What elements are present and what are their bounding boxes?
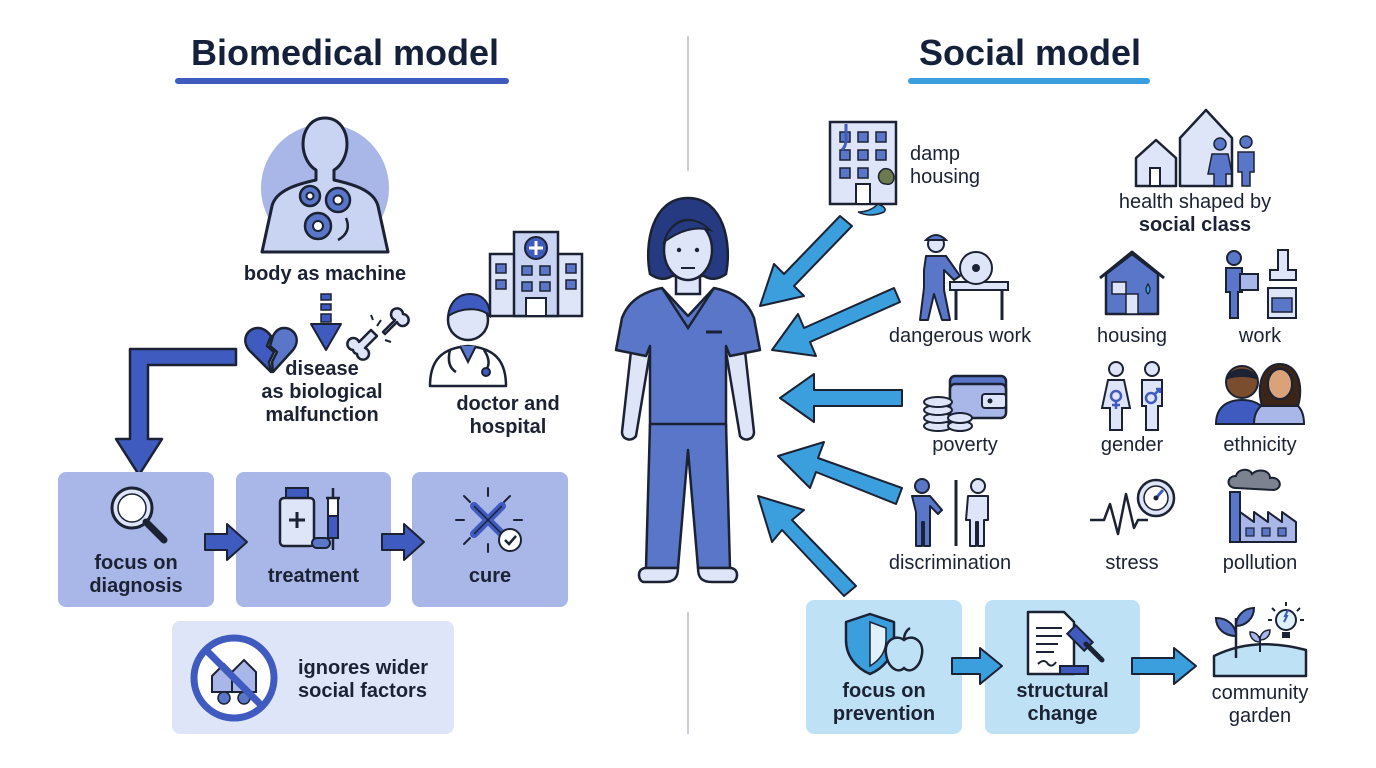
magnifier-icon <box>110 486 168 544</box>
community-garden-label: community garden <box>1190 682 1330 728</box>
gender-icon <box>1100 361 1163 431</box>
dangerous-work-label: dangerous work <box>888 325 1032 347</box>
doctor-hospital-label: doctor and hospital <box>428 393 588 439</box>
pollution-label: pollution <box>1222 552 1298 574</box>
work-label: work <box>1238 325 1282 347</box>
poverty-label: poverty <box>932 434 998 456</box>
cure-label: cure <box>468 565 512 587</box>
social-step-arrow-2-icon <box>1131 647 1197 685</box>
housing-icon <box>1099 250 1165 316</box>
down-arrow-icon <box>310 293 342 351</box>
ignores-label-line-1: ignores wider <box>298 657 429 679</box>
disease-label: disease as biological malfunction <box>232 358 412 427</box>
diagnosis-label: focus on diagnosis <box>58 552 214 598</box>
disease-label-line-2: as biological <box>261 381 383 403</box>
factor-arrows <box>757 215 903 597</box>
person-figure-icon <box>614 196 762 584</box>
center-divider-top <box>687 36 689 171</box>
ethnicity-icon <box>1214 362 1306 425</box>
medicine-icon <box>278 487 340 550</box>
stress-icon <box>1090 478 1176 536</box>
disease-label-line-1: disease <box>285 358 359 380</box>
damp-housing-line-1: damp <box>910 143 961 165</box>
social-title: Social model <box>918 32 1142 73</box>
poverty-wallet-icon <box>923 374 1008 432</box>
social-class-line-1: health shaped by <box>1118 191 1272 213</box>
cure-icon <box>455 487 523 553</box>
ignores-label-line-2: social factors <box>298 680 427 702</box>
pollution-icon <box>1227 468 1297 543</box>
biomedical-title: Biomedical model <box>190 32 500 73</box>
dangerous-work-icon <box>919 234 1009 321</box>
treatment-label: treatment <box>267 565 360 587</box>
structural-change-icon <box>1026 610 1105 676</box>
social-class-label: health shaped by social class <box>1095 191 1295 237</box>
diagnosis-label-line-1: focus on <box>94 552 178 574</box>
discrimination-icon <box>911 478 989 547</box>
step-box-cure <box>412 472 568 607</box>
biomedical-title-underline <box>175 78 509 84</box>
arrow-poverty-icon <box>779 373 903 423</box>
no-social-icon <box>190 634 278 722</box>
arrow-discrimination-lower-icon <box>757 495 857 597</box>
ignores-label: ignores wider social factors <box>298 657 448 703</box>
body-as-machine-label: body as machine <box>243 263 407 285</box>
discrimination-label: discrimination <box>888 552 1012 574</box>
arrow-dangerous-work-icon <box>771 287 901 357</box>
hospital-icon <box>488 230 584 318</box>
doctor-label-line-1: doctor and <box>456 393 560 415</box>
prevention-label-line-2: prevention <box>832 703 936 725</box>
elbow-arrow-icon <box>114 347 238 477</box>
gender-label: gender <box>1100 434 1164 456</box>
ethnicity-label: ethnicity <box>1223 434 1297 456</box>
damp-building-icon <box>828 120 898 216</box>
social-step-arrow-1-icon <box>951 647 1003 685</box>
prevention-label-line-1: focus on <box>842 680 926 702</box>
step-arrow-2-icon <box>381 523 425 561</box>
structural-change-line-2: change <box>1027 703 1098 725</box>
community-garden-icon <box>1212 602 1308 678</box>
center-divider-bottom <box>687 612 689 734</box>
prevention-shield-icon <box>844 612 924 676</box>
social-class-houses-icon <box>1134 108 1255 188</box>
doctor-icon <box>428 292 508 388</box>
community-garden-line-2: garden <box>1228 705 1292 727</box>
broken-heart-icon <box>244 326 298 374</box>
step-arrow-1-icon <box>204 523 248 561</box>
body-machine-icon <box>260 116 390 254</box>
social-title-underline <box>908 78 1150 84</box>
diagnosis-label-line-2: diagnosis <box>89 575 183 597</box>
social-class-line-2: social class <box>1138 214 1252 236</box>
housing-label: housing <box>1096 325 1168 347</box>
disease-label-line-3: malfunction <box>265 404 379 426</box>
damp-housing-label: damp housing <box>910 143 1020 189</box>
structural-change-line-1: structural <box>1016 680 1109 702</box>
work-icon <box>1225 249 1297 319</box>
doctor-label-line-2: hospital <box>469 416 547 438</box>
arrow-damp-housing-icon <box>759 215 853 307</box>
broken-bone-icon <box>346 307 410 361</box>
community-garden-line-1: community <box>1211 682 1309 704</box>
damp-housing-line-2: housing <box>910 166 981 188</box>
prevention-label: focus on prevention <box>806 680 962 726</box>
structural-change-label: structural change <box>985 680 1140 726</box>
stress-label: stress <box>1105 552 1159 574</box>
arrow-discrimination-icon <box>777 441 903 505</box>
